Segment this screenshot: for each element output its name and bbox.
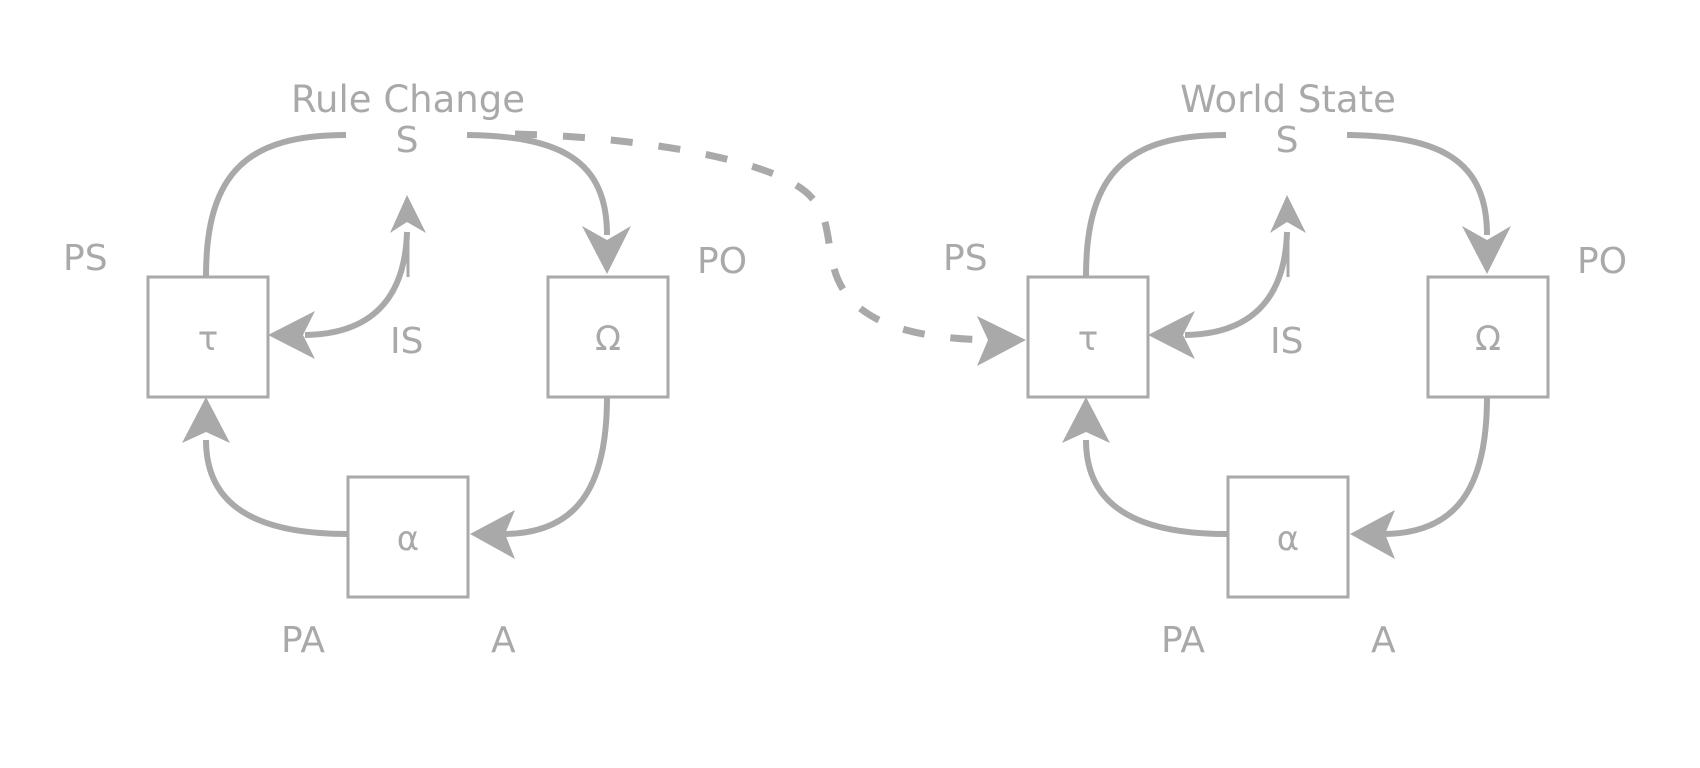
cross-link xyxy=(514,130,1026,366)
node-observation[interactable]: Ω xyxy=(1426,275,1550,399)
node-action-box[interactable] xyxy=(1226,475,1350,599)
dashed-link-path xyxy=(514,130,986,344)
node-action-symbol: α xyxy=(1277,519,1299,559)
edge-label-is: IS xyxy=(1270,321,1303,362)
node-transition-symbol: τ xyxy=(198,319,218,359)
edge-label-a: A xyxy=(491,620,516,661)
edge-is-arrowhead-up xyxy=(1270,195,1306,233)
edge-label-po: PO xyxy=(1577,241,1627,282)
edge-a-curve xyxy=(1384,396,1490,537)
edge-label-ps: PS xyxy=(943,238,988,279)
node-observation[interactable]: Ω xyxy=(546,275,670,399)
edge-ps-curve xyxy=(1083,132,1227,277)
edge-po-arrowhead xyxy=(1462,226,1511,274)
node-action[interactable]: α xyxy=(346,475,470,599)
edge-is-curve xyxy=(1184,231,1290,338)
edge-pa-arrowhead xyxy=(1062,397,1110,443)
edge-label-a: A xyxy=(1371,620,1396,661)
node-transition-box[interactable] xyxy=(146,275,270,399)
edge-pa-curve xyxy=(1083,439,1228,537)
edge-po-curve xyxy=(1346,132,1490,236)
edge-po-arrowhead xyxy=(582,226,631,274)
panel-rule-change: Rule Change S τ Ω α PS xyxy=(63,78,747,661)
edge-a-arrowhead xyxy=(470,510,515,559)
node-transition-box[interactable] xyxy=(1026,275,1150,399)
edge-label-ps: PS xyxy=(63,238,108,279)
node-transition[interactable]: τ xyxy=(1026,275,1150,399)
node-observation-box[interactable] xyxy=(546,275,670,399)
edge-label-pa: PA xyxy=(281,620,325,661)
node-state-label: S xyxy=(1276,120,1299,161)
edge-a-arrowhead xyxy=(1350,510,1395,559)
node-state-label: S xyxy=(396,120,419,161)
node-transition[interactable]: τ xyxy=(146,275,270,399)
edge-is-arrowhead-up xyxy=(390,195,426,233)
panel-title: Rule Change xyxy=(291,78,525,121)
edge-label-po: PO xyxy=(697,241,747,282)
node-observation-symbol: Ω xyxy=(1475,319,1501,359)
node-action-symbol: α xyxy=(397,519,419,559)
edge-is-arrowhead-left xyxy=(268,311,315,359)
edge-is-curve xyxy=(304,231,410,338)
edge-po-curve xyxy=(466,132,610,236)
edge-is-arrowhead-left xyxy=(1148,311,1195,359)
panel-world-state: World State S τ Ω α PS PO IS PA A xyxy=(943,78,1627,661)
edge-label-pa: PA xyxy=(1161,620,1205,661)
edge-ps-curve xyxy=(203,132,347,277)
dashed-link-arrowhead xyxy=(977,316,1026,366)
panel-title: World State xyxy=(1180,78,1396,121)
edge-pa-curve xyxy=(203,439,348,537)
edge-pa-arrowhead xyxy=(182,397,230,443)
node-transition-symbol: τ xyxy=(1078,319,1098,359)
edge-a-curve xyxy=(504,396,610,537)
node-observation-box[interactable] xyxy=(1426,275,1550,399)
edge-label-is: IS xyxy=(390,321,423,362)
node-observation-symbol: Ω xyxy=(595,319,621,359)
node-action[interactable]: α xyxy=(1226,475,1350,599)
node-action-box[interactable] xyxy=(346,475,470,599)
